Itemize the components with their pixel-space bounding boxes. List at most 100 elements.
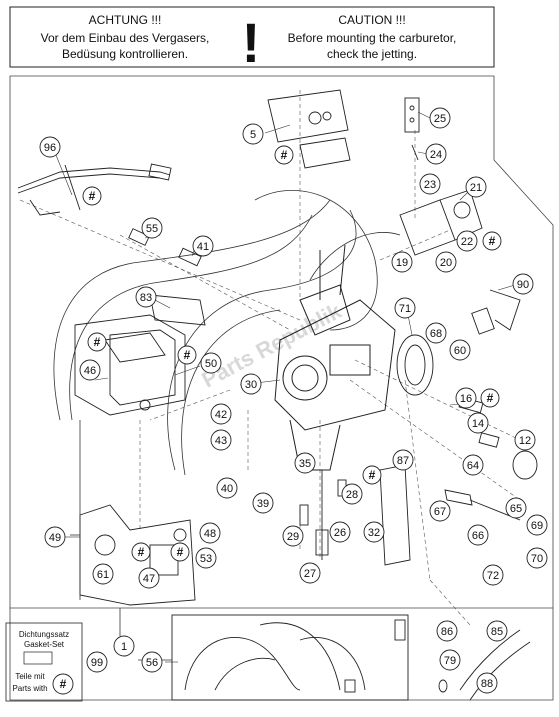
hash-marker-label-7: # (487, 391, 494, 405)
callout-label-48: 48 (204, 528, 216, 540)
callout-label-39: 39 (257, 498, 269, 510)
hash-marker-3 (482, 231, 502, 251)
callout-circle-61 (92, 563, 114, 585)
en-line1: Before mounting the carburetor, (288, 31, 457, 45)
callout-circle-50 (200, 352, 222, 374)
callout-label-43: 43 (215, 435, 227, 447)
callout-circle-27 (299, 562, 321, 584)
hash-marker-label-1: # (89, 189, 96, 203)
callout-label-41: 41 (197, 241, 209, 253)
callout-label-71: 71 (399, 303, 411, 315)
callout-label-1: 1 (121, 641, 127, 653)
en-line2: check the jetting. (327, 47, 417, 61)
callout-label-25: 25 (434, 113, 446, 125)
hash-marker-label-5: # (184, 348, 191, 362)
hash-marker-5 (177, 345, 197, 365)
callout-label-60: 60 (454, 345, 466, 357)
de-title: ACHTUNG !!! (89, 13, 162, 27)
callout-circle-23 (419, 173, 441, 195)
hash-marker-label-9: # (177, 545, 184, 559)
callout-circle-60 (449, 339, 471, 361)
callout-label-68: 68 (430, 328, 442, 340)
callout-circle-35 (294, 452, 316, 474)
callout-label-61: 61 (97, 569, 109, 581)
callout-circle-26 (329, 521, 351, 543)
callout-label-55: 55 (146, 223, 158, 235)
callout-label-16: 16 (460, 393, 472, 405)
cable-96 (17, 163, 172, 216)
callout-circle-30 (240, 373, 262, 395)
callout-circle-96 (39, 136, 61, 158)
callout-label-87: 87 (397, 455, 409, 467)
callout-label-23: 23 (424, 179, 436, 191)
group-brackets (70, 420, 172, 661)
callout-label-72: 72 (487, 570, 499, 582)
hash-marker-7 (480, 388, 500, 408)
callout-circle-49 (44, 526, 66, 548)
callout-label-19: 19 (396, 257, 408, 269)
callout-circle-90 (512, 273, 534, 295)
callout-circle-39 (252, 492, 274, 514)
callout-circle-28 (341, 483, 363, 505)
callout-label-96: 96 (44, 142, 56, 154)
callout-label-27: 27 (304, 568, 316, 580)
callout-circle-25 (429, 107, 451, 129)
legend-line2: Gasket-Set (24, 640, 65, 649)
callout-circle-88 (476, 672, 498, 694)
callout-label-28: 28 (346, 489, 358, 501)
callout-label-14: 14 (472, 418, 484, 430)
callout-label-79: 79 (444, 655, 456, 667)
vent-hoses-56 (171, 614, 409, 701)
hash-marker-9 (170, 542, 190, 562)
callout-circle-42 (210, 403, 232, 425)
caution-header: ACHTUNG !!! Vor dem Einbau des Vergasers… (9, 6, 495, 74)
assembly-guides (19, 90, 521, 626)
carburetor-body (274, 244, 396, 471)
callout-label-50: 50 (205, 358, 217, 370)
callout-label-83: 83 (140, 292, 152, 304)
callout-circle-16 (455, 387, 477, 409)
callout-label-67: 67 (434, 506, 446, 518)
callout-circle-79 (439, 649, 461, 671)
callout-label-30: 30 (245, 379, 257, 391)
hash-marker-group: ######### (82, 145, 502, 562)
callout-circle-72 (482, 564, 504, 586)
callout-circle-46 (79, 359, 101, 381)
callout-circle-32 (363, 521, 385, 543)
callout-circle-43 (210, 429, 232, 451)
callout-circle-40 (216, 477, 238, 499)
callout-label-20: 20 (440, 257, 452, 269)
callout-circle-68 (425, 322, 447, 344)
hash-marker-4 (87, 332, 107, 352)
exclamation-mark-icon: ! (242, 11, 261, 74)
callout-label-42: 42 (215, 409, 227, 421)
callout-circle-69 (526, 514, 548, 536)
hose-88 (438, 629, 531, 701)
de-line2: Bedüsung kontrollieren. (62, 47, 188, 61)
jets-41-55 (128, 228, 206, 326)
callout-circle-22 (456, 230, 478, 252)
leader-lines (55, 111, 516, 663)
callout-label-32: 32 (368, 527, 380, 539)
float-bowl (74, 314, 186, 416)
hash-marker-label-2: # (281, 148, 288, 162)
callout-label-86: 86 (441, 626, 453, 638)
callout-circle-99 (86, 651, 108, 673)
callout-circle-19 (391, 251, 413, 273)
callout-label-85: 85 (491, 626, 503, 638)
callout-circle-65 (505, 497, 527, 519)
callout-label-29: 29 (287, 531, 299, 543)
callout-label-66: 66 (472, 530, 484, 542)
callout-circle-20 (435, 251, 457, 273)
callout-circle-21 (465, 176, 487, 198)
callout-label-46: 46 (84, 365, 96, 377)
callout-circle-47 (138, 567, 160, 589)
callout-circle-66 (467, 524, 489, 546)
callout-label-70: 70 (531, 553, 543, 565)
de-line1: Vor dem Einbau des Vergasers, (41, 31, 210, 45)
callout-label-35: 35 (299, 458, 311, 470)
callout-circle-48 (199, 522, 221, 544)
callout-circle-56 (141, 651, 163, 673)
